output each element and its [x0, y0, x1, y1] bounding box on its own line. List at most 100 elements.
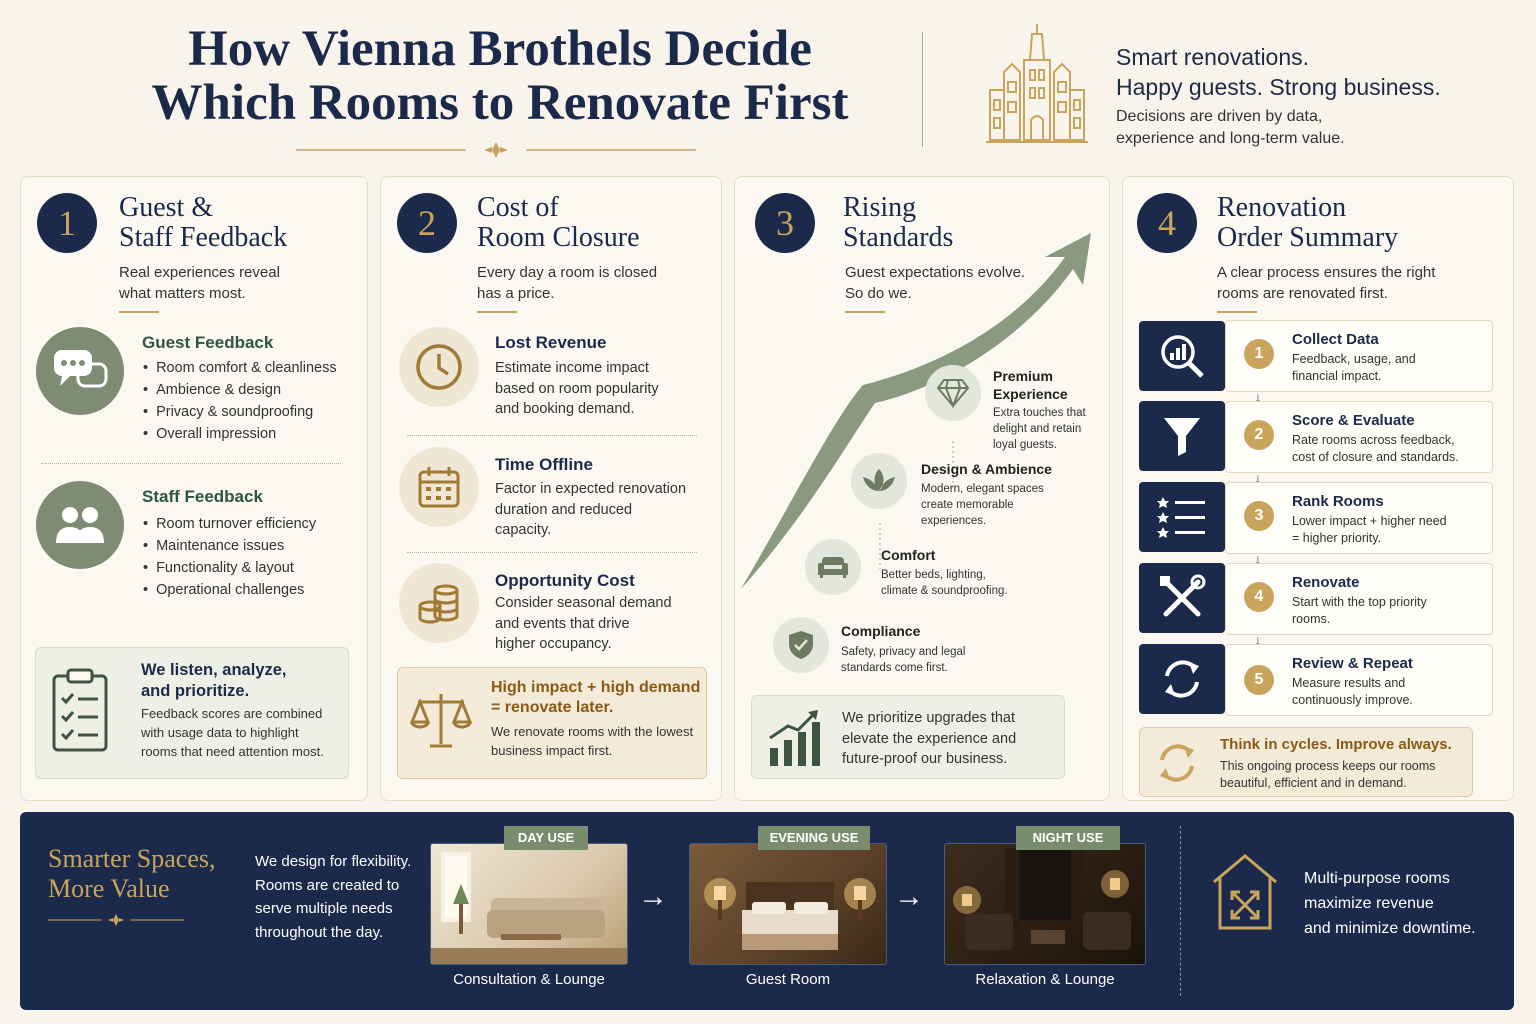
clock-icon: [399, 327, 479, 407]
staff-feedback-heading: Staff Feedback: [142, 487, 263, 506]
day-use-tag: DAY USE: [504, 826, 588, 850]
list-item: Operational challenges: [143, 579, 316, 601]
time-offline-heading: Time Offline: [495, 455, 593, 474]
sofa-icon: [805, 539, 861, 595]
card-title: Guest & Staff Feedback: [119, 192, 288, 253]
card-subtitle: Every day a room is closed has a price.: [477, 264, 658, 302]
gold-divider: [1217, 311, 1257, 313]
gold-divider: [119, 311, 159, 313]
cycle-icon: [1160, 744, 1194, 782]
divider: [407, 435, 697, 436]
evening-use-room-image: [689, 843, 887, 965]
time-offline-description: Factor in expected renovation duration a…: [495, 481, 687, 538]
guest-feedback-list: Room comfort & cleanliness Ambience & de…: [143, 357, 337, 445]
card-title: Rising Standards: [843, 192, 954, 253]
refresh-cycle-icon: [1139, 644, 1225, 714]
compliance-description: Safety, privacy and legal standards come…: [841, 646, 966, 674]
divider: [41, 463, 341, 464]
chat-icon: [36, 327, 124, 415]
night-use-room-image: [944, 843, 1146, 965]
card-guest-staff-feedback: 1 Guest & Staff Feedback Real experience…: [20, 176, 368, 801]
diamond-icon: [925, 365, 981, 421]
multipurpose-house-icon: [1213, 854, 1277, 930]
list-item: Privacy & soundproofing: [143, 401, 337, 423]
arrow-down-icon: ↓: [1254, 470, 1262, 486]
box-heading: High impact + high demand = renovate lat…: [491, 679, 701, 716]
arrow-down-icon: ↓: [1254, 551, 1262, 567]
opportunity-cost-heading: Opportunity Cost: [495, 571, 635, 590]
card-rising-standards: 3 Rising Standards Guest expectations ev…: [734, 176, 1110, 801]
premium-experience-heading: Premium Experience: [993, 368, 1068, 402]
header-divider: [922, 32, 923, 147]
step-number: 2: [397, 193, 457, 253]
guest-feedback-heading: Guest Feedback: [142, 333, 274, 352]
box-description: Feedback scores are combined with usage …: [141, 706, 324, 759]
divider: [407, 552, 697, 553]
tools-icon: [1139, 563, 1225, 633]
staff-feedback-list: Room turnover efficiency Maintenance iss…: [143, 513, 316, 601]
step-number: 3: [755, 193, 815, 253]
arrow-down-icon: ↓: [1254, 389, 1262, 405]
title-line-1: How Vienna Brothels Decide: [188, 21, 812, 77]
lotus-icon: [851, 453, 907, 509]
box-description: We prioritize upgrades that elevate the …: [842, 710, 1017, 767]
tagline-description: Decisions are driven by data, experience…: [1116, 108, 1345, 147]
box-description: We renovate rooms with the lowest busine…: [491, 724, 694, 758]
page-title: How Vienna Brothels Decide Which Rooms t…: [150, 22, 850, 130]
step-rank-rooms: 3 Rank Rooms Lower impact + higher need …: [1225, 482, 1493, 554]
card-renovation-order-summary: 4 Renovation Order Summary A clear proce…: [1122, 176, 1514, 801]
card-subtitle: Guest expectations evolve. So do we.: [845, 264, 1026, 302]
scales-icon: [409, 694, 473, 748]
think-in-cycles-box: Think in cycles. Improve always. This on…: [1139, 727, 1473, 797]
card-cost-of-closure: 2 Cost of Room Closure Every day a room …: [380, 176, 722, 801]
arrow-down-icon: ↓: [1254, 632, 1262, 648]
list-item: Overall impression: [143, 423, 337, 445]
card-title: Renovation Order Summary: [1217, 192, 1399, 253]
smarter-spaces-banner: Smarter Spaces, More Value We design for…: [20, 812, 1514, 1010]
shield-icon: [773, 617, 829, 673]
lost-revenue-heading: Lost Revenue: [495, 333, 607, 352]
step-collect-data: 1 Collect Data Feedback, usage, and fina…: [1225, 320, 1493, 392]
lost-revenue-description: Estimate income impact based on room pop…: [495, 360, 659, 417]
compliance-heading: Compliance: [841, 623, 921, 639]
banner-right-text: Multi-purpose rooms maximize revenue and…: [1304, 870, 1476, 937]
listen-analyze-box: We listen, analyze, and prioritize. Feed…: [35, 647, 349, 779]
list-item: Ambience & design: [143, 379, 337, 401]
opportunity-cost-description: Consider seasonal demand and events that…: [495, 595, 672, 652]
step-review-repeat: 5 Review & Repeat Measure results and co…: [1225, 644, 1493, 716]
tagline: Smart renovations. Happy guests. Strong …: [1116, 44, 1441, 100]
premium-experience-description: Extra touches that delight and retain lo…: [993, 407, 1086, 451]
design-ambience-heading: Design & Ambience: [921, 461, 1052, 477]
step-renovate: 4 Renovate Start with the top priority r…: [1225, 563, 1493, 635]
gold-divider: [477, 311, 517, 313]
evening-use-caption: Guest Room: [745, 971, 831, 988]
magnifier-chart-icon: [1139, 321, 1225, 391]
day-use-room-image: [430, 843, 628, 965]
step-score-evaluate: 2 Score & Evaluate Rate rooms across fee…: [1225, 401, 1493, 473]
bar-chart-growth-icon: [769, 710, 820, 766]
funnel-icon: [1139, 401, 1225, 471]
banner-title: Smarter Spaces, More Value: [48, 844, 216, 903]
palace-icon: [986, 24, 1088, 143]
gold-divider: [845, 311, 885, 313]
list-item: Functionality & layout: [143, 557, 316, 579]
ranked-list-icon: [1139, 482, 1225, 552]
arrow-right-icon: →: [638, 880, 668, 913]
night-use-tag: NIGHT USE: [1016, 826, 1120, 850]
comfort-description: Better beds, lighting, climate & soundpr…: [881, 569, 1008, 597]
step-number: 4: [1137, 193, 1197, 253]
coins-icon: [399, 563, 479, 643]
prioritize-upgrades-box: We prioritize upgrades that elevate the …: [751, 695, 1065, 779]
list-item: Room turnover efficiency: [143, 513, 316, 535]
design-ambience-description: Modern, elegant spaces create memorable …: [921, 483, 1044, 527]
title-ornament: [296, 142, 696, 158]
banner-divider: [1180, 826, 1181, 996]
step-number: 1: [37, 193, 97, 253]
day-use-caption: Consultation & Lounge: [453, 971, 605, 988]
banner-description: We design for flexibility. Rooms are cre…: [255, 853, 412, 941]
renovate-later-box: High impact + high demand = renovate lat…: [397, 667, 707, 779]
calendar-icon: [399, 447, 479, 527]
box-heading: We listen, analyze, and prioritize.: [141, 661, 287, 700]
card-title: Cost of Room Closure: [477, 192, 640, 253]
list-item: Room comfort & cleanliness: [143, 357, 337, 379]
